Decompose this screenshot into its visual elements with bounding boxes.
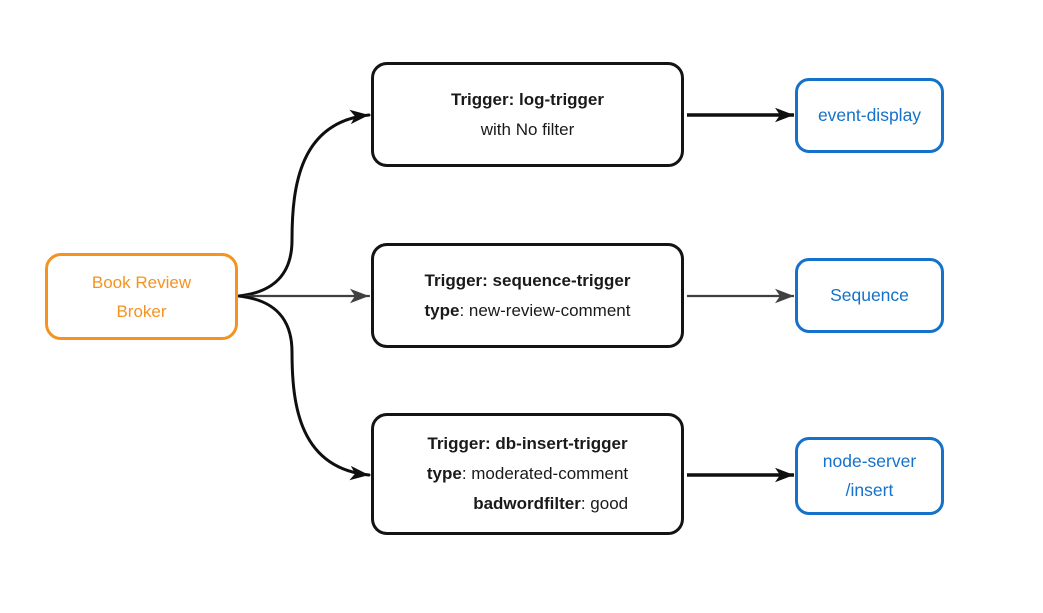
trigger-filter-text: with No filter: [480, 119, 575, 139]
sink-label-line1: node-server: [822, 451, 917, 471]
sink-node-node-server-insert: node-server /insert: [795, 437, 944, 515]
trigger-node-log-trigger: Trigger: log-trigger with No filter: [371, 62, 684, 167]
attribute-key: badwordfilter: [473, 494, 581, 513]
trigger-title: Trigger: db-insert-trigger: [427, 434, 628, 453]
sink-node-sequence: Sequence: [795, 258, 944, 333]
broker-label-line1: Book Review: [91, 272, 192, 292]
trigger-node-sequence-trigger: Trigger: sequence-trigger type: new-revi…: [371, 243, 684, 348]
edge-broker-to-db-insert-trigger: [237, 294, 371, 481]
trigger-attributes: type: new-review-comment: [425, 296, 631, 326]
attribute-value: : new-review-comment: [459, 300, 631, 320]
trigger-title: Trigger: log-trigger: [451, 89, 604, 109]
trigger-attribute-line: badwordfilter: good: [427, 489, 628, 519]
sink-label-line2: /insert: [845, 480, 894, 500]
sink-label: event-display: [817, 105, 922, 125]
trigger-title: Trigger: sequence-trigger: [424, 270, 631, 290]
attribute-key: type: [424, 300, 460, 320]
broker-node: Book Review Broker: [45, 253, 238, 340]
trigger-attribute-line: type: moderated-comment: [427, 459, 628, 489]
trigger-node-db-insert-trigger: Trigger: db-insert-trigger type: moderat…: [371, 413, 684, 535]
attribute-key: type: [426, 464, 462, 483]
attribute-value: : moderated-comment: [461, 464, 629, 483]
trigger-attributes: type: moderated-comment badwordfilter: g…: [427, 459, 628, 519]
sink-node-event-display: event-display: [795, 78, 944, 153]
sink-label: Sequence: [830, 285, 909, 305]
broker-label-line2: Broker: [116, 301, 167, 321]
trigger-attribute-line: type: new-review-comment: [425, 296, 631, 326]
edge-broker-to-log-trigger: [237, 109, 371, 298]
attribute-value: : good: [580, 494, 629, 513]
